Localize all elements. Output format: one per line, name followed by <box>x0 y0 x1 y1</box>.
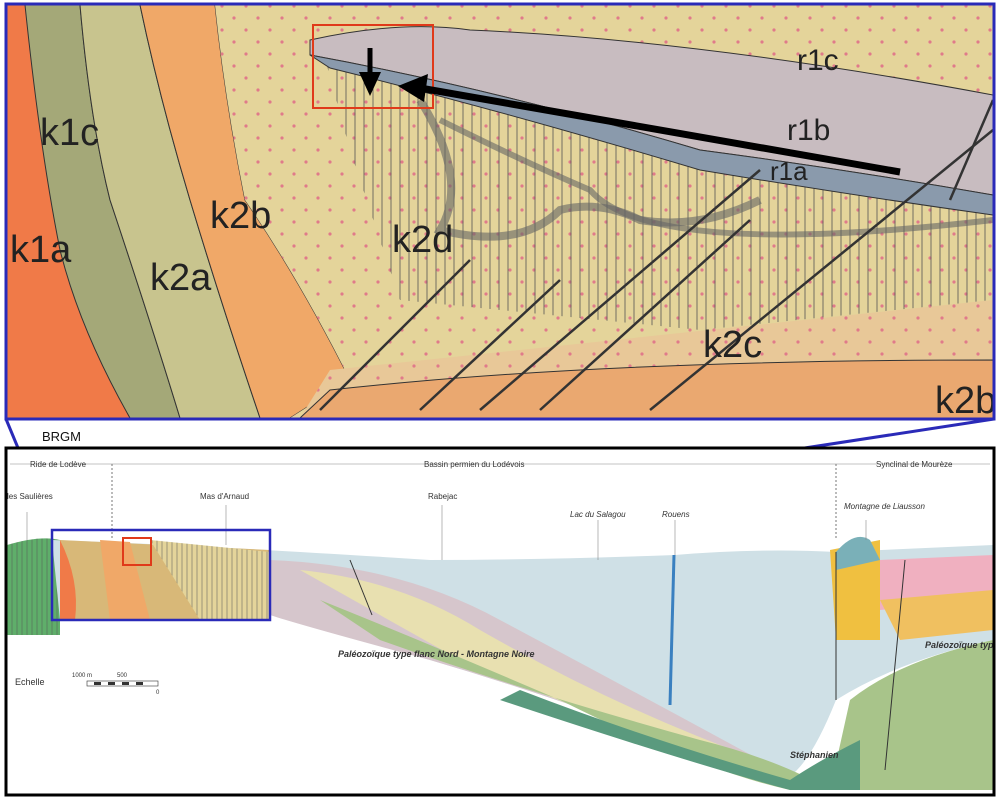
unit-k2b-lower <box>299 359 993 418</box>
label-k1a: k1a <box>10 229 72 271</box>
label-k2d: k2d <box>392 219 453 261</box>
locality-rouens: Rouens <box>662 510 690 519</box>
scale-500: 500 <box>117 673 128 679</box>
inset-zoom-box <box>50 528 272 622</box>
detail-frame <box>4 2 996 421</box>
locality-saulieres: les Saulières <box>7 492 53 501</box>
scale-1000: 1000 m <box>72 673 92 679</box>
formation-paleozoique-nord: Paléozoïque type flanc Nord - Montagne N… <box>338 649 535 659</box>
locality-lac-du-salagou: Lac du Salagou <box>570 510 626 519</box>
section-frame <box>4 446 996 797</box>
arrow-left-icon <box>398 74 901 176</box>
region-ride-de-lodeve: Ride de Lodève <box>30 460 87 469</box>
scale-title: Echelle <box>15 677 45 687</box>
label-r1a: r1a <box>770 156 808 186</box>
label-r1b: r1b <box>787 114 830 147</box>
locality-montagne-de-liausson: Montagne de Liausson <box>844 502 926 511</box>
brgm-label: BRGM <box>42 429 81 444</box>
formation-paleozoique-right: Paléozoïque typ <box>925 640 994 650</box>
detail-panel: k1c k1a k2a k2b k2d k2c k2b r1c r1b r1a <box>7 5 996 422</box>
arrow-down-icon <box>359 48 381 96</box>
locality-mas-darnaud: Mas d'Arnaud <box>200 492 249 501</box>
locality-rabejac: Rabejac <box>428 492 457 501</box>
cross-section-panel: Ride de Lodève Bassin permien du Lodévoi… <box>7 449 994 794</box>
inset-highlight-box <box>122 537 152 566</box>
label-k1c: k1c <box>40 112 99 154</box>
scale-0: 0 <box>156 690 160 696</box>
formation-stephanien: Stéphanien <box>790 750 839 760</box>
label-r1c: r1c <box>797 44 839 77</box>
label-k2b-lower: k2b <box>935 380 996 422</box>
label-k2a: k2a <box>150 257 212 299</box>
unit-k1a <box>7 5 130 418</box>
label-k2b: k2b <box>210 195 271 237</box>
highlight-box <box>312 24 434 109</box>
region-synclinal-moureze: Synclinal de Mourèze <box>876 460 953 469</box>
scale-bar: Echelle 1000 m 500 0 <box>15 673 160 696</box>
label-k2c: k2c <box>703 324 762 366</box>
region-bassin-permien: Bassin permien du Lodévois <box>424 460 525 469</box>
